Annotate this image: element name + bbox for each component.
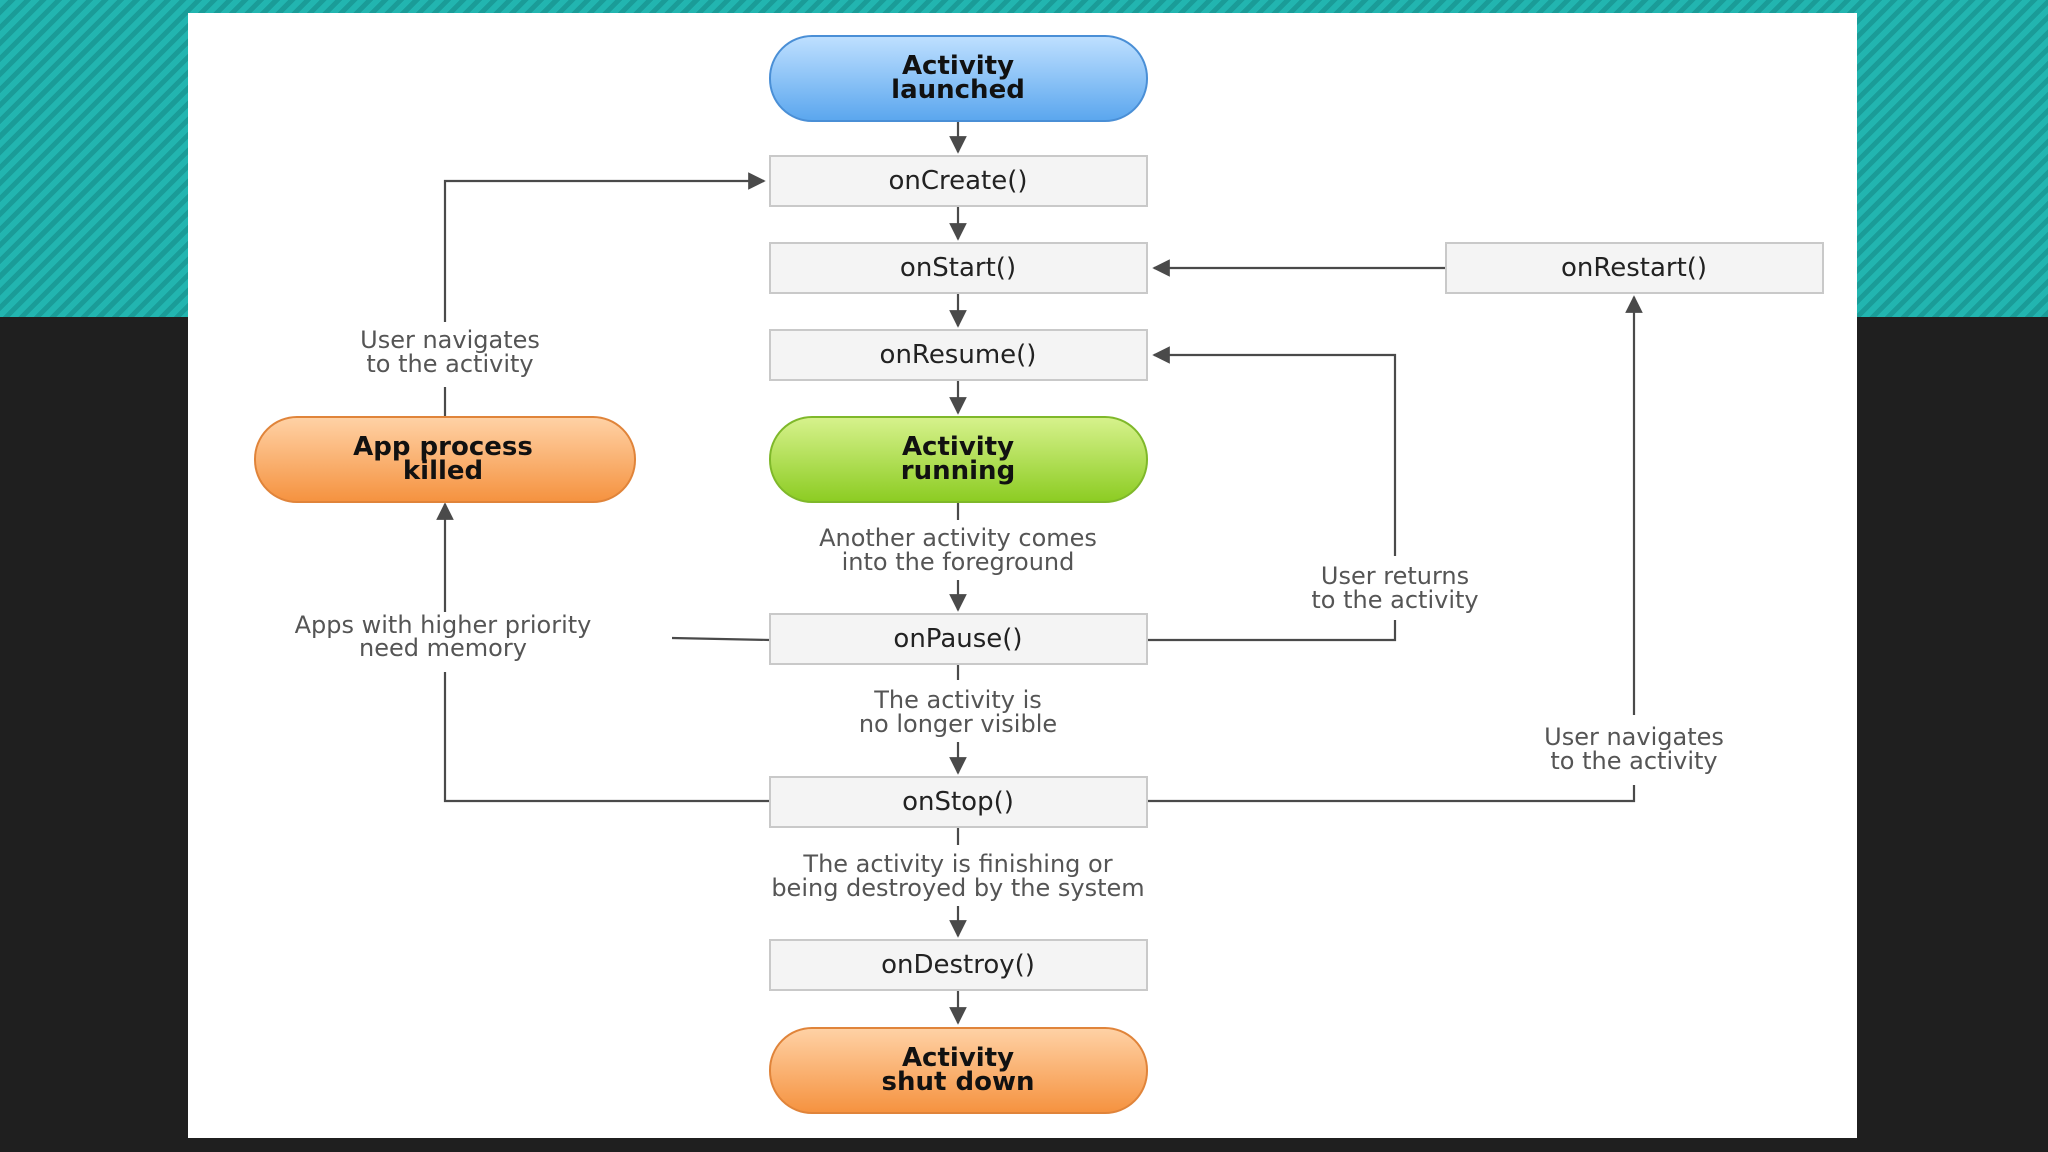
edge-onstop-to-priority (443, 672, 770, 803)
label-user-navigates-left: User navigates to the activity (360, 326, 540, 378)
label-user-navigates-right-line2: to the activity (1550, 747, 1717, 775)
label-user-returns: User returns to the activity (1311, 562, 1478, 614)
edge-user-navigates-to-oncreate (443, 172, 766, 322)
oncreate-box: onCreate() (769, 155, 1148, 207)
label-no-longer-visible-line1: The activity is (873, 686, 1042, 714)
onpause-box: onPause() (769, 613, 1148, 665)
activity-shut-down-pill: Activity shut down (769, 1027, 1148, 1114)
label-finishing: The activity is finishing or being destr… (771, 850, 1144, 902)
label-finishing-line1: The activity is finishing or (802, 850, 1112, 878)
onstart-label: onStart() (900, 253, 1016, 283)
app-process-killed-line2: killed (403, 456, 483, 486)
ondestroy-label: onDestroy() (881, 950, 1035, 980)
onpause-label: onPause() (893, 624, 1022, 654)
edge-onstop-user-navigates-lower (1147, 785, 1636, 803)
app-process-killed-pill: App process killed (254, 416, 636, 503)
label-user-navigates-right: User navigates to the activity (1544, 723, 1724, 775)
label-no-longer-visible-line2: no longer visible (859, 710, 1057, 738)
onstart-box: onStart() (769, 242, 1148, 294)
label-another-activity-line2: into the foreground (842, 548, 1075, 576)
activity-running-pill: Activity running (769, 416, 1148, 503)
label-user-returns-line2: to the activity (1311, 586, 1478, 614)
activity-launched-line2: launched (891, 75, 1025, 105)
edge-onpause-to-priority (671, 636, 771, 642)
ondestroy-box: onDestroy() (769, 939, 1148, 991)
label-another-activity-line1: Another activity comes (819, 524, 1097, 552)
edge-onpause-user-returns-lower (1147, 620, 1397, 642)
onstop-label: onStop() (902, 787, 1014, 817)
onrestart-box: onRestart() (1445, 242, 1824, 294)
edge-user-returns-to-onresume (1152, 346, 1397, 556)
activity-shut-down-line2: shut down (882, 1067, 1035, 1097)
onstop-box: onStop() (769, 776, 1148, 828)
activity-launched-line1: Activity (902, 51, 1014, 81)
label-no-longer-visible: The activity is no longer visible (859, 686, 1057, 738)
label-apps-higher-priority-line2: need memory (359, 634, 527, 662)
activity-launched-pill: Activity launched (769, 35, 1148, 122)
oncreate-label: onCreate() (888, 166, 1027, 196)
activity-running-line1: Activity (902, 432, 1014, 462)
onresume-label: onResume() (880, 340, 1037, 370)
label-user-returns-line1: User returns (1321, 562, 1469, 590)
label-another-activity: Another activity comes into the foregrou… (819, 524, 1097, 576)
activity-running-line2: running (901, 456, 1015, 486)
label-user-navigates-left-line1: User navigates (360, 326, 540, 354)
onresume-box: onResume() (769, 329, 1148, 381)
label-finishing-line2: being destroyed by the system (771, 874, 1144, 902)
label-apps-higher-priority: Apps with higher priority need memory (295, 611, 592, 662)
onrestart-label: onRestart() (1561, 253, 1707, 283)
activity-shut-down-line1: Activity (902, 1043, 1014, 1073)
label-user-navigates-right-line1: User navigates (1544, 723, 1724, 751)
label-user-navigates-left-line2: to the activity (366, 350, 533, 378)
app-process-killed-line1: App process (353, 432, 533, 462)
label-apps-higher-priority-line1: Apps with higher priority (295, 611, 592, 639)
